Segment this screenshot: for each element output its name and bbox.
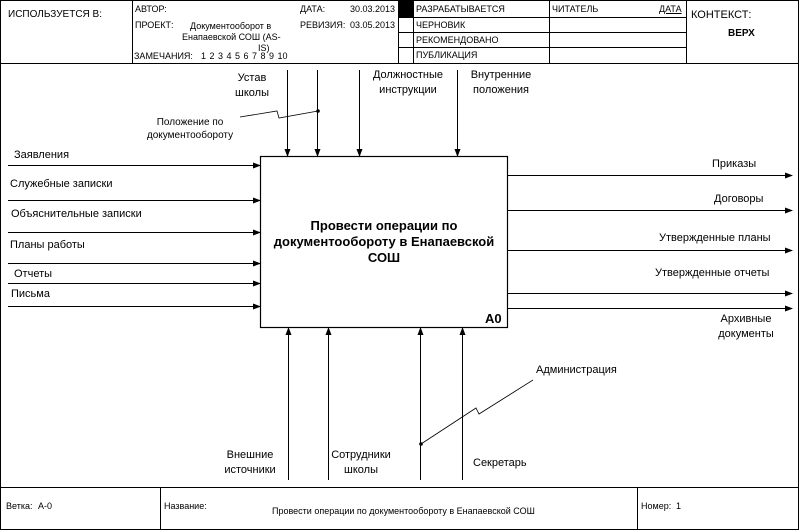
- control-label: Должностные инструкции: [362, 68, 454, 98]
- revision-label: РЕВИЗИЯ:: [300, 20, 346, 30]
- project-label: ПРОЕКТ:: [135, 20, 174, 30]
- status-publication: ПУБЛИКАЦИЯ: [416, 50, 478, 60]
- project-value: Документооборот в: [190, 21, 272, 31]
- activity-box[interactable]: [259, 155, 509, 329]
- name-value: Провести операции по документообороту в …: [272, 506, 535, 516]
- project-value-2: Енапаевской СОШ (AS-: [182, 32, 281, 42]
- used-in-label: ИСПОЛЬЗУЕТСЯ В:: [8, 9, 103, 20]
- branch-value: A-0: [38, 501, 53, 511]
- divider: [132, 0, 133, 63]
- control-label: Положение по документообороту: [138, 116, 242, 142]
- label-line: положения: [472, 84, 530, 96]
- divider: [160, 488, 161, 530]
- junction-dot: [316, 109, 320, 113]
- output-label: Архивные документы: [706, 312, 786, 342]
- branch-label: Ветка:: [6, 501, 33, 511]
- title-block-footer: Ветка: A-0 Название: Провести операции п…: [0, 487, 799, 530]
- mechanism-label: Сотрудники школы: [326, 448, 396, 478]
- label-line: школы: [344, 464, 378, 476]
- revision-value: 03.05.2013: [350, 20, 396, 30]
- number-value: 1: [676, 501, 682, 511]
- divider: [686, 0, 687, 63]
- status-draft: ЧЕРНОВИК: [416, 20, 466, 30]
- mechanism-label: Администрация: [536, 364, 617, 376]
- label-line: школы: [235, 87, 269, 99]
- status-recommended: РЕКОМЕНДОВАНО: [416, 35, 499, 45]
- input-label: Планы работы: [10, 239, 85, 251]
- label-line: Устав: [237, 72, 267, 84]
- input-label: Отчеты: [14, 268, 53, 280]
- junction-dot: [419, 442, 423, 446]
- divider: [398, 47, 686, 48]
- input-label: Объяснительные записки: [11, 208, 142, 220]
- divider: [549, 0, 550, 63]
- control-label: Внутренние положения: [462, 68, 540, 98]
- notes-numbers: 1 2 3 4 5 6 7 8 9 10: [201, 51, 288, 61]
- label-line: источники: [224, 464, 276, 476]
- reader-date-label: ДАТА: [659, 4, 682, 14]
- date-value: 30.03.2013: [350, 4, 396, 14]
- activity-node-number: A0: [485, 311, 502, 326]
- context-value: ВЕРХ: [728, 28, 755, 39]
- reader-label: ЧИТАТЕЛЬ: [552, 4, 599, 14]
- input-label: Письма: [11, 288, 50, 300]
- squiggle-connector: [420, 379, 534, 445]
- number-label: Номер:: [641, 501, 672, 511]
- label-line: документообороту: [146, 130, 234, 141]
- status-active-marker: [399, 1, 413, 17]
- output-label: Приказы: [712, 158, 757, 170]
- input-label: Служебные записки: [10, 178, 113, 190]
- label-line: Положение по: [156, 117, 224, 128]
- divider: [398, 0, 399, 63]
- label-line: Внешние: [226, 449, 274, 461]
- activity-title: Провести операции по документообороту в …: [273, 218, 495, 265]
- title-block-header: ИСПОЛЬЗУЕТСЯ В: АВТОР: ПРОЕКТ: Документо…: [0, 0, 799, 64]
- label-line: Сотрудники: [331, 449, 391, 461]
- date-label: ДАТА:: [300, 4, 326, 14]
- label-line: Внутренние: [470, 69, 532, 81]
- divider: [413, 0, 414, 63]
- notes-label: ЗАМЕЧАНИЯ:: [134, 51, 193, 61]
- divider: [398, 17, 686, 18]
- control-label: Устав школы: [226, 71, 278, 101]
- label-line: документы: [718, 328, 774, 340]
- status-draft-dev: РАЗРАБАТЫВАЕТСЯ: [416, 4, 505, 14]
- divider: [398, 32, 686, 33]
- input-label: Заявления: [14, 149, 70, 161]
- mechanism-label: Внешние источники: [214, 448, 286, 478]
- divider: [637, 488, 638, 530]
- label-line: инструкции: [379, 84, 437, 96]
- squiggle-connector: [239, 110, 319, 119]
- mechanism-label: Секретарь: [473, 457, 527, 469]
- author-label: АВТОР:: [135, 4, 167, 14]
- project-value-3: IS): [258, 43, 270, 53]
- label-line: Архивные: [720, 313, 772, 325]
- output-label: Утвержденные планы: [659, 232, 771, 244]
- label-line: Должностные: [372, 69, 444, 81]
- context-label: КОНТЕКСТ:: [691, 9, 752, 21]
- output-label: Договоры: [714, 193, 764, 205]
- output-label: Утвержденные отчеты: [655, 267, 770, 279]
- name-label: Название:: [164, 501, 207, 511]
